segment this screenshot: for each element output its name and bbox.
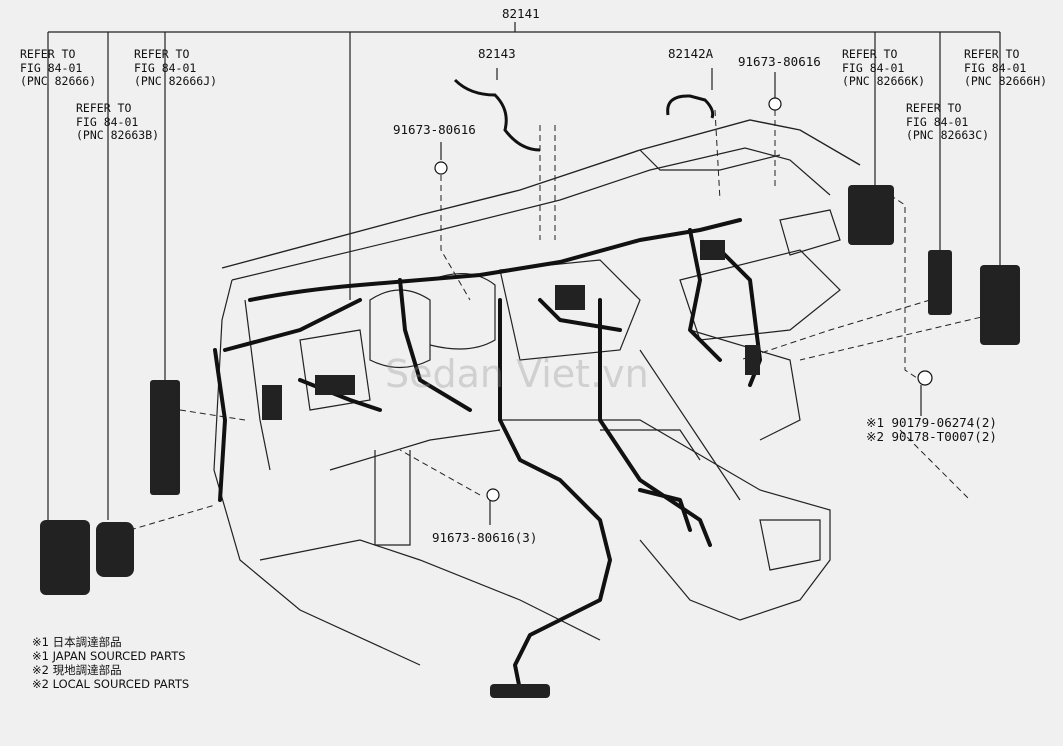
relay-block-right-c xyxy=(980,265,1020,345)
relay-block-right-a xyxy=(848,185,894,245)
clip-1-label: ※1 90179-06274(2) xyxy=(866,415,997,430)
bolt-c xyxy=(486,488,500,502)
bolt-a-label: 91673-80616 xyxy=(738,54,821,69)
part-82143-label: 82143 xyxy=(478,46,516,61)
relay-block-left xyxy=(150,380,180,495)
note-local-sourced-en: ※2 LOCAL SOURCED PARTS xyxy=(32,677,190,691)
main-part-number: 82141 xyxy=(502,6,540,21)
bolt-b-label: 91673-80616 xyxy=(393,122,476,137)
junction-block-a xyxy=(40,520,90,595)
part-82142a-label: 82142A xyxy=(668,46,714,61)
junction-block-b xyxy=(96,522,134,577)
relay-block-right-b xyxy=(928,250,952,315)
watermark: Sedan Viet.vn xyxy=(385,352,649,396)
clip-2-label: ※2 90178-T0007(2) xyxy=(866,429,997,444)
bolt-b xyxy=(768,97,782,111)
note-japan-sourced-jp: ※1 日本調達部品 xyxy=(32,635,122,649)
note-japan-sourced-en: ※1 JAPAN SOURCED PARTS xyxy=(32,649,186,663)
bolt-c-label: 91673-80616(3) xyxy=(432,530,538,545)
bolt-a xyxy=(434,161,448,175)
note-local-sourced-jp: ※2 現地調達部品 xyxy=(32,663,122,677)
clip xyxy=(917,370,933,386)
